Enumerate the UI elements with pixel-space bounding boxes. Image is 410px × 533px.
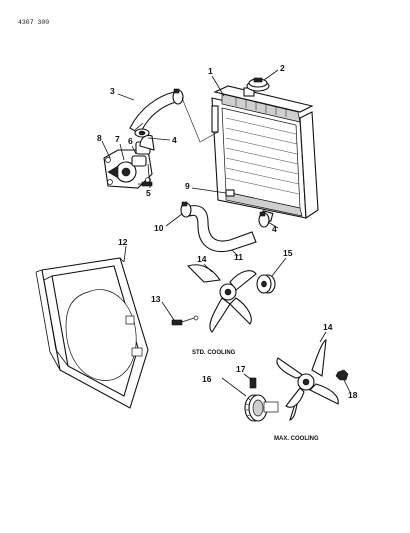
callout-14-max: 14 [323,322,333,332]
callout-6: 6 [128,136,133,146]
upper-radiator-hose [129,91,177,135]
lower-hose-clamp-left [180,201,192,218]
standard-cooling-fan [186,264,257,333]
callout-9: 9 [185,181,190,191]
leader-lines [101,69,351,397]
callout-16: 16 [202,374,212,384]
caption-std-cooling: STD. COOLING [192,350,236,356]
callout-2: 2 [280,63,285,73]
callout-4-lower: 4 [272,224,277,234]
callout-18: 18 [348,390,358,400]
callout-4-upper: 4 [172,135,177,145]
fan-drive-clutch [244,394,279,422]
callout-7: 7 [115,134,120,144]
callout-5: 5 [146,188,151,198]
pump-bolt [138,181,153,187]
water-pump [103,141,153,189]
callout-15: 15 [283,248,293,258]
upper-hose-clamp [172,88,184,105]
callout-11: 11 [234,252,243,262]
fan-bolt [171,315,199,326]
callout-8: 8 [97,133,102,143]
caption-max-cooling: MAX. COOLING [274,436,319,442]
callout-13: 13 [151,294,161,304]
fan-nut [335,369,349,381]
callout-17: 17 [236,364,246,374]
fan-spacer [256,274,276,294]
figure-code: 4307 300 [18,19,49,26]
thermostat-housing [139,134,155,151]
callout-1: 1 [208,66,213,76]
lower-hose-clamp-right [258,211,270,228]
clutch-bolt [249,377,257,389]
radiator [211,85,319,222]
lower-radiator-hose [189,205,257,252]
callout-3: 3 [110,86,115,96]
callout-10: 10 [154,223,164,233]
fan-shroud [35,257,149,409]
max-cooling-fan [276,339,339,421]
callout-14-std: 14 [197,254,207,264]
callout-12: 12 [118,237,128,247]
radiator-cap [246,77,270,92]
drain-cock [225,189,235,197]
water-pump-hose-clamp [134,128,150,138]
